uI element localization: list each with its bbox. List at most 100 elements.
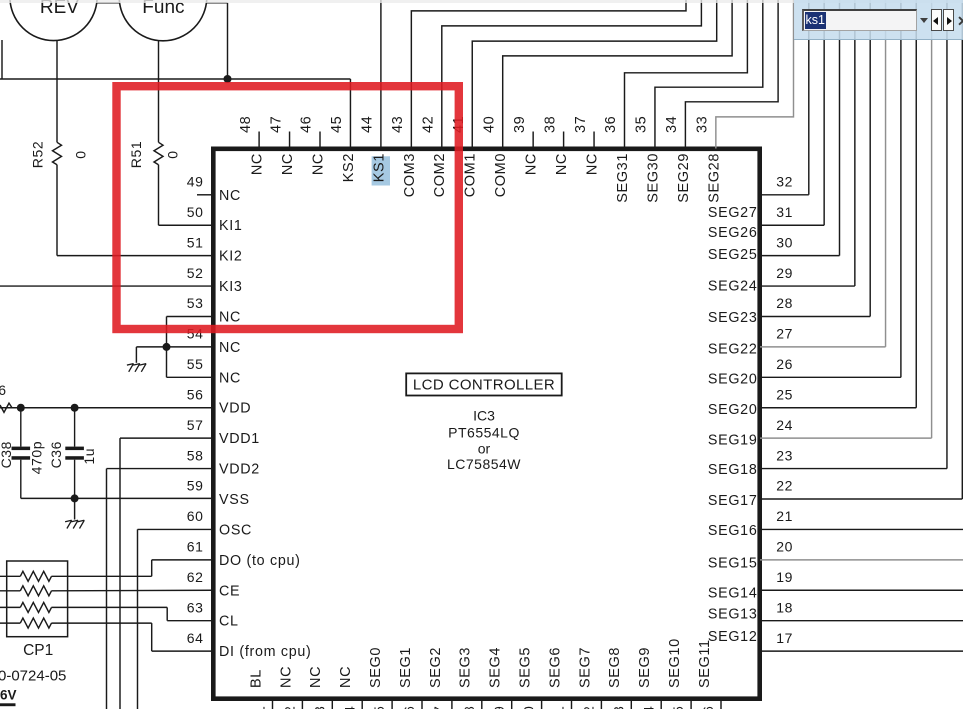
svg-text:SEG2: SEG2	[428, 647, 444, 688]
svg-text:23: 23	[776, 447, 793, 463]
svg-text:DI (from cpu): DI (from cpu)	[219, 644, 312, 660]
svg-text:NC: NC	[308, 666, 324, 688]
svg-text:29: 29	[776, 265, 793, 281]
svg-text:9: 9	[492, 706, 507, 709]
svg-text:CE: CE	[219, 583, 240, 599]
svg-text:61: 61	[187, 539, 204, 555]
svg-text:37: 37	[573, 116, 589, 133]
svg-text:SEG12: SEG12	[708, 629, 758, 645]
svg-text:8: 8	[462, 706, 477, 709]
svg-text:C38: C38	[0, 441, 14, 468]
svg-text:BL: BL	[248, 669, 264, 688]
svg-text:NC: NC	[219, 340, 241, 356]
svg-text:SEG26: SEG26	[708, 225, 758, 241]
svg-text:NC: NC	[278, 666, 294, 688]
svg-text:COM1: COM1	[463, 153, 479, 197]
svg-text:58: 58	[187, 447, 204, 463]
svg-text:33: 33	[695, 116, 711, 133]
svg-text:SEG7: SEG7	[577, 647, 593, 688]
svg-text:DO (to cpu): DO (to cpu)	[219, 553, 301, 569]
svg-text:KS1: KS1	[371, 153, 387, 182]
svg-text:COM3: COM3	[402, 153, 418, 197]
svg-text:48: 48	[238, 116, 254, 133]
svg-text:KI1: KI1	[219, 218, 243, 234]
svg-text:SEG25: SEG25	[708, 247, 758, 263]
svg-text:LCD CONTROLLER: LCD CONTROLLER	[413, 376, 555, 393]
svg-text:SEG14: SEG14	[708, 586, 758, 602]
svg-text:31: 31	[776, 204, 793, 220]
svg-text:40: 40	[481, 116, 497, 133]
svg-text:SEG20: SEG20	[708, 372, 758, 388]
svg-text:LC75854W: LC75854W	[447, 456, 521, 472]
svg-text:NC: NC	[310, 153, 326, 175]
svg-text:34: 34	[664, 116, 680, 133]
svg-text:18: 18	[776, 599, 793, 615]
svg-text:57: 57	[187, 417, 204, 433]
svg-text:REV: REV	[40, 0, 79, 18]
svg-text:COM0: COM0	[493, 153, 509, 197]
svg-text:39: 39	[512, 116, 528, 133]
svg-text:36: 36	[603, 116, 619, 133]
svg-text:51: 51	[187, 234, 204, 250]
svg-text:SEG10: SEG10	[667, 638, 683, 688]
svg-text:SEG20: SEG20	[708, 402, 758, 418]
svg-text:KS2: KS2	[341, 153, 357, 182]
svg-text:NC: NC	[524, 153, 540, 175]
svg-text:35: 35	[634, 116, 650, 133]
svg-text:SEG28: SEG28	[706, 153, 722, 203]
svg-text:SEG4: SEG4	[488, 647, 504, 688]
svg-text:R52: R52	[29, 141, 45, 168]
svg-text:12: 12	[581, 706, 596, 709]
svg-text:5: 5	[372, 706, 387, 709]
svg-text:SEG19: SEG19	[708, 433, 758, 449]
svg-text:63: 63	[187, 599, 204, 615]
svg-text:17: 17	[776, 630, 793, 646]
svg-text:or: or	[478, 440, 491, 456]
svg-text:46: 46	[299, 116, 315, 133]
svg-text:SEG17: SEG17	[708, 493, 758, 509]
svg-text:1: 1	[253, 706, 268, 709]
svg-text:SEG30: SEG30	[645, 153, 661, 203]
svg-text:R51: R51	[128, 141, 144, 168]
svg-text:KI2: KI2	[219, 249, 243, 265]
svg-text:45: 45	[329, 116, 345, 133]
svg-text:10: 10	[522, 706, 537, 709]
svg-text:Func: Func	[142, 0, 184, 18]
svg-text:62: 62	[187, 569, 204, 585]
svg-text:13: 13	[611, 706, 626, 709]
svg-text:NC: NC	[280, 153, 296, 175]
svg-text:30: 30	[776, 234, 793, 250]
svg-text:6V: 6V	[0, 688, 17, 703]
svg-text:SEG27: SEG27	[708, 205, 758, 221]
svg-text:2: 2	[282, 706, 297, 709]
svg-text:64: 64	[187, 630, 204, 646]
svg-text:50: 50	[187, 204, 204, 220]
svg-text:SEG18: SEG18	[708, 462, 758, 478]
svg-text:SEG9: SEG9	[637, 647, 653, 688]
svg-text:COM2: COM2	[432, 153, 448, 197]
svg-text:SEG3: SEG3	[458, 647, 474, 688]
svg-text:0: 0	[73, 150, 89, 158]
svg-text:11: 11	[552, 706, 567, 709]
svg-text:0-0724-05: 0-0724-05	[0, 668, 66, 685]
svg-text:0: 0	[165, 150, 181, 158]
svg-text:SEG22: SEG22	[708, 342, 758, 358]
svg-text:SEG1: SEG1	[398, 647, 414, 688]
svg-text:6: 6	[0, 382, 6, 398]
svg-text:470p: 470p	[29, 441, 45, 475]
svg-text:19: 19	[776, 569, 793, 585]
svg-text:38: 38	[542, 116, 558, 133]
svg-text:SEG16: SEG16	[708, 523, 758, 539]
svg-text:IC3: IC3	[473, 408, 495, 424]
svg-text:SEG29: SEG29	[676, 153, 692, 203]
svg-text:60: 60	[187, 508, 204, 524]
svg-text:SEG11: SEG11	[697, 639, 713, 688]
svg-text:NC: NC	[584, 153, 600, 175]
svg-text:NC: NC	[338, 666, 354, 688]
svg-text:NC: NC	[219, 309, 241, 325]
svg-text:56: 56	[187, 386, 204, 402]
svg-text:28: 28	[776, 295, 793, 311]
svg-text:VDD1: VDD1	[219, 431, 260, 447]
svg-text:PT6554LQ: PT6554LQ	[448, 425, 520, 441]
svg-text:C36: C36	[48, 441, 64, 468]
